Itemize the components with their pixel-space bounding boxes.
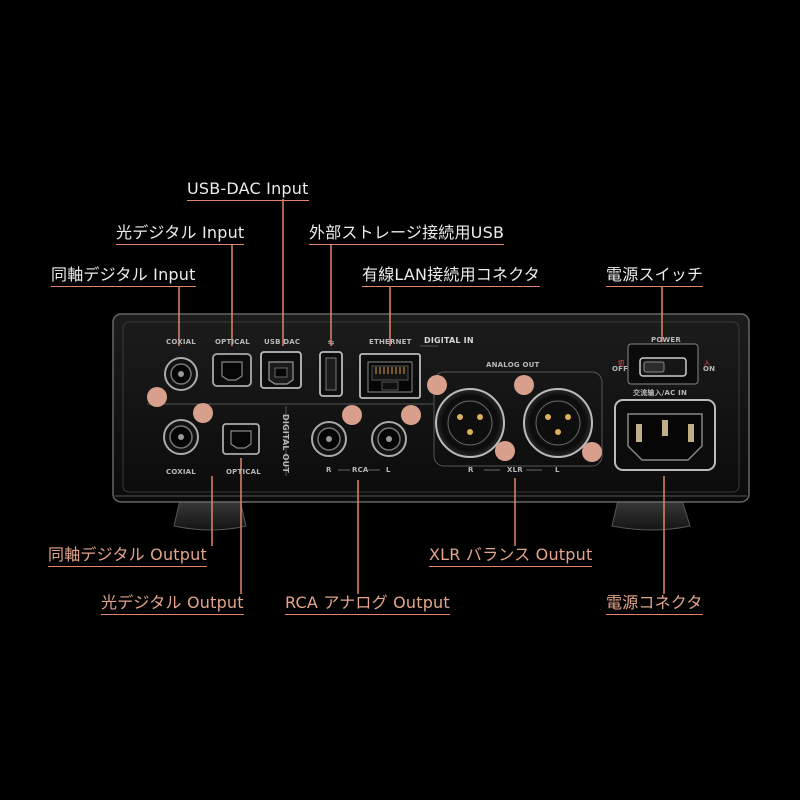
callout-dot [401,405,421,425]
panel-off-jp: 切 [618,360,625,367]
panel-rca-r-label: R [326,466,332,474]
panel-optical-in-label: OPTICAL [215,338,250,346]
label-rca-analog-output: RCA アナログ Output [285,593,450,615]
analog-out-frame [433,371,603,467]
panel-on-label: ON [703,365,716,373]
panel-ac-in-label: 交流输入/AC IN [633,389,688,397]
label-power-connector: 電源コネクタ [606,593,703,615]
panel-rca-label: RCA [352,466,369,474]
panel-xlr-l-label: L [555,466,560,474]
callout-dot [193,403,213,423]
label-optical-output: 光デジタル Output [101,593,244,615]
panel-off-label: OFF [612,365,629,373]
panel-ethernet-label: ETHERNET [369,338,412,346]
label-optical-input: 光デジタル Input [116,223,245,245]
panel-optical-out-label: OPTICAL [226,468,261,476]
panel-usb-dac-label: USB DAC [264,338,301,346]
label-coaxial-input: 同軸デジタル Input [51,265,196,287]
panel-power-label: POWER [651,336,681,344]
panel-on-jp: 入 [704,360,711,367]
panel-xlr-r-label: R [468,466,474,474]
chassis-inner [122,321,740,493]
label-coaxial-output: 同軸デジタル Output [48,545,207,567]
panel-rca-l-label: L [386,466,391,474]
left-foot [173,499,247,531]
callout-dot [495,441,515,461]
panel-digital-in-label: DIGITAL IN [424,336,474,345]
panel-xlr-label: XLR [507,466,523,474]
panel-digital-out-label: DIGITAL OUT [281,414,290,474]
label-usb-storage: 外部ストレージ接続用USB [309,223,505,245]
panel-coaxial-in-label: COXIAL [166,338,196,346]
callout-dot [342,405,362,425]
callout-dot [427,375,447,395]
right-foot [611,499,691,531]
label-power-switch: 電源スイッチ [606,265,704,287]
label-xlr-balanced-output: XLR バランス Output [429,545,593,567]
label-ethernet-connector: 有線LAN接続用コネクタ [362,265,540,287]
panel-coaxial-out-label: COXIAL [166,468,196,476]
callout-dot [147,387,167,407]
callout-dot [582,442,602,462]
panel-analog-out-label: ANALOG OUT [486,361,540,369]
label-usb-dac-input: USB-DAC Input [187,179,309,201]
callout-dot [514,375,534,395]
